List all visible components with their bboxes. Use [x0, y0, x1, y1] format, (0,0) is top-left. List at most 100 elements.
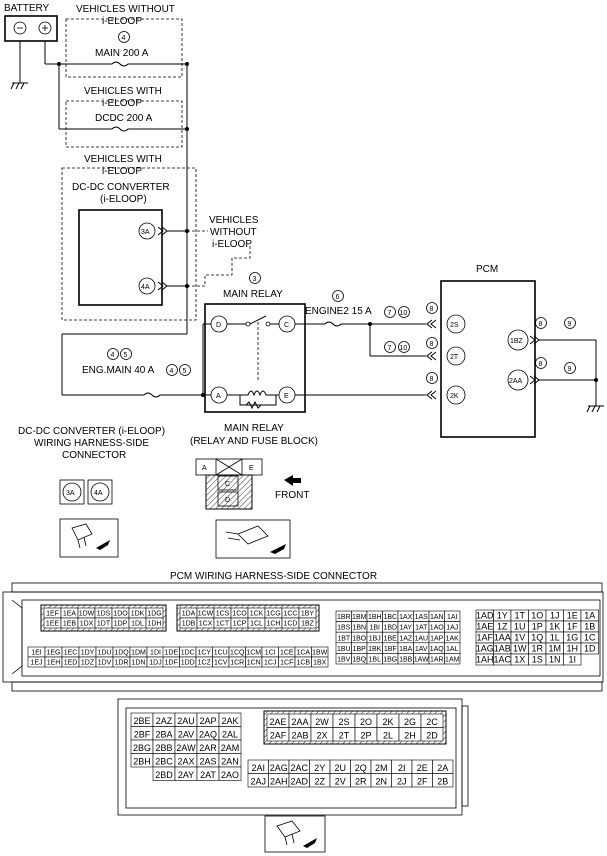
pcm-pin-label: 1E	[567, 611, 578, 621]
svg-text:10: 10	[400, 345, 408, 352]
pcm-pin-label: 1S	[532, 655, 543, 665]
svg-text:4A: 4A	[141, 284, 150, 291]
pcm-pin-cell	[563, 653, 582, 666]
svg-text:8: 8	[539, 321, 543, 328]
pcm-pin-label: 1BQ	[352, 657, 367, 664]
pcm-pin-label: 1C	[584, 633, 596, 643]
without-ieloop-label: VEHICLES WITHOUT	[76, 4, 175, 15]
pcm-pin-label: 1D	[584, 644, 596, 654]
pcm-pin-label: 2AO	[221, 770, 239, 780]
pcm-pin-label: 2AM	[221, 743, 240, 753]
pcm-pin-label: 2E	[417, 763, 428, 773]
pcm-pin-label: 1BJ	[369, 635, 381, 642]
pcm-pin-label: 1O	[531, 611, 543, 621]
pcm-pin-2S	[446, 314, 466, 334]
svg-text:WIRING HARNESS-SIDE: WIRING HARNESS-SIDE	[34, 438, 149, 449]
dcdc-connector-illustration	[59, 518, 119, 558]
svg-text:(i-ELOOP): (i-ELOOP)	[100, 194, 147, 205]
pin-4A	[138, 277, 156, 295]
pcm-pin-label: 1DF	[165, 660, 178, 667]
svg-text:9: 9	[568, 366, 572, 373]
pcm-pin-label: 1CV	[214, 660, 228, 667]
pcm-pin-label: 2B	[437, 777, 448, 787]
svg-text:3A: 3A	[66, 490, 75, 497]
pcm-pin-label: 1T	[514, 611, 525, 621]
pcm-pin-label: 2U	[334, 763, 346, 773]
pcm-pin-label: 2N	[375, 777, 387, 787]
pcm-pin-label: 2Y	[314, 763, 325, 773]
pcm-pin-label: 1AX	[399, 614, 413, 621]
pcm-connector-2	[117, 698, 469, 816]
pcm-pin-label: 1M	[548, 644, 561, 654]
pcm-pin-label: 1DP	[114, 621, 128, 628]
pcm-pin-label: 1R	[531, 644, 543, 654]
pcm-pin-label: 1EB	[63, 621, 77, 628]
pcm-pin-label: 1CE	[280, 650, 294, 657]
callout-6	[332, 290, 344, 302]
pcm-pin-label: 1BO	[352, 635, 367, 642]
front-arrow-icon	[284, 475, 301, 486]
pcm-pin-label: 1EE	[46, 621, 60, 628]
pcm-pin-label: 2G	[404, 717, 416, 727]
pcm-pin-label: 2BC	[155, 757, 173, 767]
pcm-pin-label: 1BV	[337, 657, 351, 664]
svg-text:9: 9	[568, 321, 572, 328]
pcm-pin-label: 1CS	[216, 611, 230, 618]
pcm-pin-label: 2C	[426, 717, 438, 727]
without2-label: VEHICLES	[209, 215, 259, 226]
pcm-pin-label: 1EG	[46, 650, 60, 657]
pcm-pin-label: 2I	[398, 763, 406, 773]
pcm-pin-label: 1AP	[430, 635, 444, 642]
pcm-pin-label: 1DL	[131, 621, 144, 628]
pcm-pin-1BZ	[507, 329, 529, 351]
pcm-pin-label: 1AL	[446, 646, 459, 653]
pcm-pin-label: 1L	[550, 633, 560, 643]
dcdc-converter-box	[78, 209, 163, 306]
svg-text:7: 7	[388, 310, 392, 317]
pcm-pin-label: 1BD	[383, 625, 397, 632]
pcm-pin-2AA	[507, 369, 529, 391]
pcm-pin-label: 1N	[549, 655, 561, 665]
pcm-pin-label: 2T	[339, 731, 350, 741]
pcm-pin-label: 1BS	[337, 625, 351, 632]
svg-text:E: E	[249, 465, 254, 472]
pcm-pin-label: 1B	[584, 622, 595, 632]
pcm-pin-cell	[218, 766, 242, 781]
battery-label: BATTERY	[4, 3, 50, 14]
svg-text:i-ELOOP: i-ELOOP	[102, 16, 142, 27]
fuse-icon	[111, 61, 129, 67]
pcm-pin-label: 2AJ	[250, 777, 266, 787]
pcm-pin-label: 2D	[426, 731, 438, 741]
pcm-pin-label: 1BK	[368, 646, 382, 653]
pcm-pin-label: 1CB	[296, 660, 310, 667]
pcm-pin-label: 1BH	[368, 614, 382, 621]
svg-text:4: 4	[170, 368, 174, 375]
svg-text:i-ELOOP: i-ELOOP	[102, 98, 142, 109]
pcm-pin-label: 1AI	[447, 614, 458, 621]
pcm-pin-label: 1EJ	[30, 660, 42, 667]
pcm-pin-label: 1H	[566, 644, 578, 654]
svg-text:4A: 4A	[94, 490, 103, 497]
pcm-pin-2T	[446, 346, 466, 366]
svg-text:2AA: 2AA	[509, 378, 523, 385]
pcm-ground-icon	[586, 405, 604, 413]
svg-text:E: E	[284, 393, 289, 400]
with-ieloop2-label: VEHICLES WITH	[84, 154, 162, 165]
pcm-pin-label: 2S	[338, 717, 349, 727]
svg-text:A: A	[202, 465, 207, 472]
svg-text:2T: 2T	[450, 354, 459, 361]
pcm-pin-label: 2BD	[155, 770, 173, 780]
pcm-pin-label: 1ED	[64, 660, 78, 667]
pcm-pin-label: 1BY	[301, 611, 315, 618]
pcm-pin-label: 1CN	[247, 660, 261, 667]
pcm-pin-label: 2V	[335, 777, 346, 787]
pcm-pin-label: 1DM	[131, 650, 146, 657]
pcm-pin-label: 1BT	[337, 635, 351, 642]
svg-text:10: 10	[400, 310, 408, 317]
pcm-box	[440, 280, 536, 438]
